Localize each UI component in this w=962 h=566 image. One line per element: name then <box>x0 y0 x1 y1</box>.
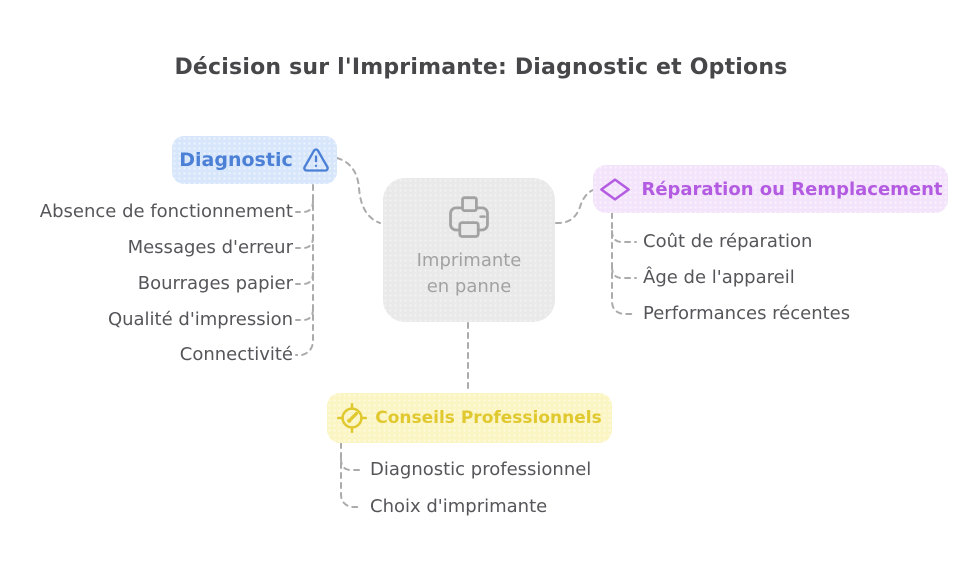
central-node-label-line1: Imprimante <box>416 250 522 271</box>
diagnostic-item: Absence de fonctionnement <box>39 201 293 222</box>
diamond-icon <box>598 176 632 203</box>
diagnostic-hook <box>295 236 314 249</box>
branch-label-conseils: Conseils Professionnels <box>375 408 602 428</box>
reparation-item: Âge de l'appareil <box>643 267 795 288</box>
diagnostic-item: Messages d'erreur <box>127 237 293 258</box>
reparation-hook <box>611 230 637 243</box>
conseils-item: Choix d'imprimante <box>370 496 548 517</box>
page-title: Décision sur l'Imprimante: Diagnostic et… <box>174 55 788 80</box>
central-node: Imprimante en panne <box>383 178 555 322</box>
diagnostic-item: Bourrages papier <box>137 273 293 294</box>
diagnostic-hook <box>295 308 314 321</box>
conseils-hook <box>340 458 360 471</box>
branch-node-conseils: Conseils Professionnels <box>327 393 612 443</box>
reparation-item: Performances récentes <box>643 303 851 324</box>
connector-center-to-reparation <box>555 189 594 225</box>
warning-triangle-icon <box>302 146 330 174</box>
branch-node-diagnostic: Diagnostic <box>172 136 337 184</box>
diagnostic-item: Connectivité <box>179 344 293 365</box>
diagnostic-trunk <box>295 184 314 356</box>
branch-label-diagnostic: Diagnostic <box>179 149 293 171</box>
reparation-item: Coût de réparation <box>643 231 813 252</box>
branch-label-reparation: Réparation ou Remplacement <box>641 178 943 200</box>
reparation-trunk <box>611 212 637 315</box>
diagnostic-hook <box>295 272 314 285</box>
conseils-item: Diagnostic professionnel <box>370 459 592 480</box>
connector-diagnostic-to-center <box>336 157 381 224</box>
branch-node-reparation: Réparation ou Remplacement <box>593 165 948 213</box>
central-node-label: Imprimante en panne <box>417 248 522 300</box>
central-node-label-line2: en panne <box>426 276 512 297</box>
reparation-hook <box>611 266 637 279</box>
compass-icon <box>337 403 368 433</box>
conseils-trunk <box>340 442 361 508</box>
printer-icon <box>443 194 495 242</box>
diagnostic-item: Qualité d'impression <box>107 309 293 330</box>
diagnostic-hook <box>295 200 314 213</box>
